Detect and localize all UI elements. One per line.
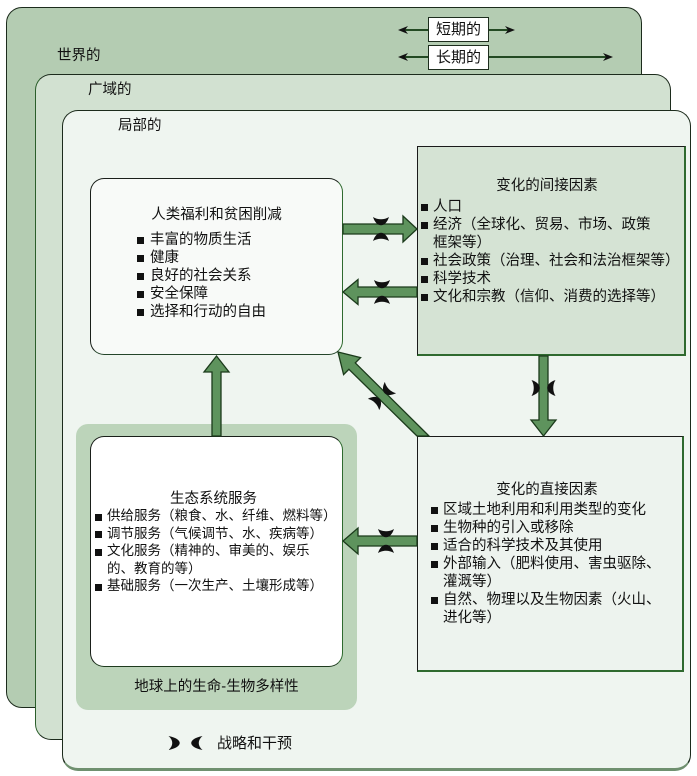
list-item: 供给服务（粮食、水、纤维、燃料等） xyxy=(95,508,337,526)
list-item: 选择和行动的自由 xyxy=(137,303,266,321)
bullet-square-icon xyxy=(95,548,102,556)
direct-drivers-box: 变化的直接因素 区域土地利用和利用类型的变化 生物种的引入或移除 适合的科学技术… xyxy=(417,436,684,672)
bullet-square-icon xyxy=(431,507,438,514)
item-text: 人口 xyxy=(433,199,462,215)
list-item: 丰富的物质生活 xyxy=(137,231,266,249)
indirect-drivers-list: 人口 经济（全球化、贸易、市场、政策 框架等） 社会政策（治理、社会和法治框架等… xyxy=(421,198,680,306)
short-term-label: 短期的 xyxy=(428,17,489,42)
item-text: 安全保障 xyxy=(150,286,208,302)
item-text: 丰富的物质生活 xyxy=(150,232,252,248)
bullet-square-icon xyxy=(137,309,144,316)
human-wellbeing-list: 丰富的物质生活 健康 良好的社会关系 安全保障 选择和行动的自由 xyxy=(137,231,266,321)
bullet-square-icon xyxy=(431,561,438,568)
bullet-square-icon xyxy=(95,583,102,591)
global-scale-label: 世界的 xyxy=(57,48,101,64)
direct-drivers-title: 变化的直接因素 xyxy=(496,482,598,498)
item-text-continued: 框架等） xyxy=(433,235,491,251)
item-text: 基础服务（一次生产、土壤形成等） xyxy=(107,578,323,594)
item-text: 科学技术 xyxy=(433,271,491,287)
direct-drivers-list: 区域土地利用和利用类型的变化 生物种的引入或移除 适合的科学技术及其使用 外部输… xyxy=(431,501,661,627)
item-text-continued: 灌溉等） xyxy=(443,574,501,590)
bullet-square-icon xyxy=(137,273,144,280)
human-wellbeing-title: 人类福利和贫困削减 xyxy=(151,207,282,223)
bullet-square-icon xyxy=(431,543,438,550)
bullet-square-icon xyxy=(421,294,428,301)
item-text: 适合的科学技术及其使用 xyxy=(443,538,603,554)
item-text: 自然、物理以及生物因素（火山、 xyxy=(443,592,661,608)
list-item: 调节服务（气候调节、水、疾病等） xyxy=(95,526,337,544)
item-text: 调节服务（气候调节、水、疾病等） xyxy=(107,525,323,542)
bullet-square-icon xyxy=(431,525,438,532)
indirect-drivers-box: 变化的间接因素 人口 经济（全球化、贸易、市场、政策 框架等） 社会政策（治理、… xyxy=(417,146,686,356)
biodiversity-label: 地球上的生命-生物多样性 xyxy=(134,679,299,695)
list-item: 良好的社会关系 xyxy=(137,267,266,285)
legend-strategy-label: 战略和干预 xyxy=(217,734,293,752)
item-text: 文化服务（精神的、审美的、娱乐 xyxy=(107,543,310,559)
item-text: 经济（全球化、贸易、市场、政策 xyxy=(433,217,651,233)
list-item: 人口 xyxy=(421,198,680,216)
item-text: 外部输入（肥料使用、害虫驱除、 xyxy=(443,556,661,572)
item-text: 良好的社会关系 xyxy=(150,268,252,284)
list-item: 科学技术 xyxy=(421,270,680,288)
item-text: 区域土地利用和利用类型的变化 xyxy=(443,502,646,518)
long-term-label: 长期的 xyxy=(428,45,489,70)
bullet-square-icon xyxy=(431,597,438,604)
human-wellbeing-box: 人类福利和贫困削减 丰富的物质生活 健康 良好的社会关系 安全保障 选择和行动的… xyxy=(90,178,343,355)
regional-scale-label: 广域的 xyxy=(88,82,132,98)
item-text-continued: 进化等） xyxy=(443,610,501,626)
list-item: 外部输入（肥料使用、害虫驱除、 灌溉等） xyxy=(431,555,661,591)
item-text: 供给服务（粮食、水、纤维、燃料等） xyxy=(107,508,337,524)
ecosystem-services-list: 供给服务（粮食、水、纤维、燃料等） 调节服务（气候调节、水、疾病等） 文化服务（… xyxy=(95,508,337,596)
item-text-continued: 的、教育的等） xyxy=(107,560,202,577)
bullet-square-icon xyxy=(95,531,102,538)
bullet-square-icon xyxy=(421,276,428,283)
bullet-square-icon xyxy=(137,255,144,262)
item-text: 文化和宗教（信仰、消费的选择等） xyxy=(433,289,665,305)
item-text: 生物种的引入或移除 xyxy=(443,520,574,536)
list-item: 健康 xyxy=(137,249,266,267)
bullet-square-icon xyxy=(137,291,144,298)
item-text: 选择和行动的自由 xyxy=(150,304,266,320)
item-text: 健康 xyxy=(150,250,179,266)
ecosystem-services-box: 生态系统服务 供给服务（粮食、水、纤维、燃料等） 调节服务（气候调节、水、疾病等… xyxy=(90,436,343,667)
bullet-square-icon xyxy=(95,513,102,521)
list-item: 文化服务（精神的、审美的、娱乐 的、教育的等） xyxy=(95,543,337,578)
list-item: 基础服务（一次生产、土壤形成等） xyxy=(95,578,337,596)
bullet-square-icon xyxy=(421,258,428,265)
list-item: 自然、物理以及生物因素（火山、 进化等） xyxy=(431,591,661,627)
list-item: 经济（全球化、贸易、市场、政策 框架等） xyxy=(421,216,680,252)
ecosystem-services-title: 生态系统服务 xyxy=(170,491,257,507)
list-item: 适合的科学技术及其使用 xyxy=(431,537,661,555)
list-item: 文化和宗教（信仰、消费的选择等） xyxy=(421,288,680,306)
list-item: 社会政策（治理、社会和法治框架等） xyxy=(421,252,680,270)
list-item: 区域土地利用和利用类型的变化 xyxy=(431,501,661,519)
local-scale-label: 局部的 xyxy=(118,118,162,134)
bullet-square-icon xyxy=(137,237,144,244)
bullet-square-icon xyxy=(421,204,428,211)
item-text: 社会政策（治理、社会和法治框架等） xyxy=(433,253,680,269)
indirect-drivers-title: 变化的间接因素 xyxy=(496,178,598,194)
bullet-square-icon xyxy=(421,222,428,229)
list-item: 生物种的引入或移除 xyxy=(431,519,661,537)
list-item: 安全保障 xyxy=(137,285,266,303)
